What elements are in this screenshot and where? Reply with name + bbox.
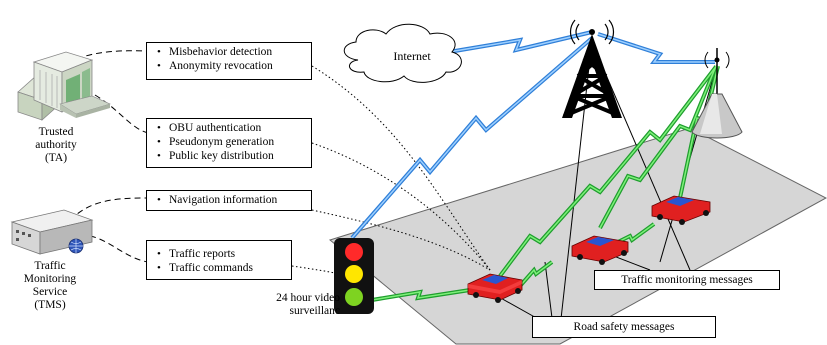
navigation-box: Navigation information xyxy=(146,190,312,211)
box-item: OBU authentication xyxy=(157,121,307,135)
car-2 xyxy=(571,235,629,265)
box-item: Anonymity revocation xyxy=(157,59,307,73)
server-icon xyxy=(10,209,94,255)
surveillance-label-line: surveillanc xyxy=(289,305,340,317)
tms-label-line: Monitoring xyxy=(23,273,77,285)
tms-label-line: Service xyxy=(32,286,68,298)
car-3 xyxy=(651,195,711,225)
authentication-box: OBU authentication Pseudonym generation … xyxy=(146,118,312,168)
cell-tower-icon xyxy=(562,19,622,118)
traffic-box: Traffic reports Traffic commands xyxy=(146,240,292,280)
traffic-light-icon xyxy=(334,238,374,314)
box-item: Public key distribution xyxy=(157,149,307,163)
cloud-icon xyxy=(343,23,462,83)
internet-label: Internet xyxy=(393,49,431,63)
car-icon xyxy=(467,195,711,303)
tms-label: Traffic Monitoring Service (TMS) xyxy=(14,260,86,312)
car-1 xyxy=(467,273,523,303)
ta-label-line: (TA) xyxy=(44,152,68,164)
surveillance-label-line: 24 hour video xyxy=(276,292,340,304)
base-station-icon xyxy=(691,48,743,139)
box-item: Misbehavior detection xyxy=(157,45,307,59)
box-item: Pseudonym generation xyxy=(157,135,307,149)
box-item: Traffic reports xyxy=(157,247,287,261)
cellular-links-highlight xyxy=(351,31,715,239)
misbehavior-box: Misbehavior detection Anonymity revocati… xyxy=(146,42,312,80)
building-icon xyxy=(17,51,111,121)
road-safety-messages-box: Road safety messages xyxy=(532,316,716,338)
ta-label: Trusted authority (TA) xyxy=(20,126,92,165)
surveillance-label: 24 hour video surveillanc xyxy=(250,292,340,318)
road-plane xyxy=(328,127,827,345)
ta-label-line: authority xyxy=(35,139,77,151)
traffic-monitoring-messages-box: Traffic monitoring messages xyxy=(594,270,780,290)
tms-label-line: (TMS) xyxy=(34,299,66,311)
box-item: Navigation information xyxy=(157,193,307,207)
dotted-lines xyxy=(291,65,491,275)
box-item: Traffic commands xyxy=(157,261,287,275)
tms-label-line: Traffic xyxy=(34,260,66,272)
ta-label-line: Trusted xyxy=(38,126,74,138)
